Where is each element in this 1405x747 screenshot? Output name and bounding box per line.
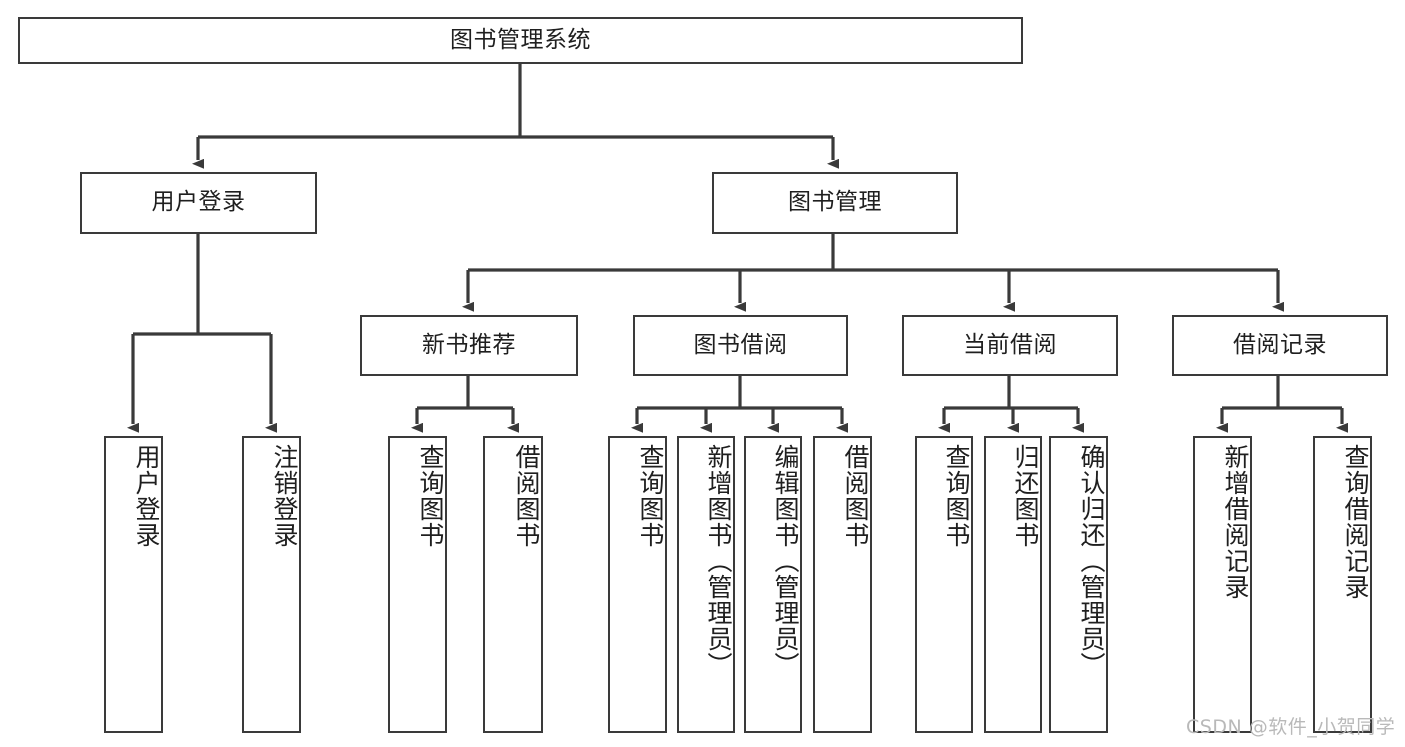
node-leaf-query-book-3[interactable]: 查询图书 [915,436,973,733]
node-leaf-confirm-return[interactable]: 确认归还（管理员） [1049,436,1108,733]
node-book-manage-label: 图书管理 [788,189,882,216]
node-leaf-borrow-book-1[interactable]: 借阅图书 [483,436,543,733]
node-current-borrow-label: 当前借阅 [963,331,1057,358]
node-leaf-add-record-label: 新增借阅记录 [1221,444,1250,600]
node-leaf-return-book-label: 归还图书 [1011,444,1040,548]
node-leaf-query-book-2[interactable]: 查询图书 [608,436,667,733]
node-leaf-user-login-label: 用户登录 [132,444,161,548]
node-leaf-query-book-2-label: 查询图书 [636,444,665,548]
node-leaf-query-book-3-label: 查询图书 [942,444,971,548]
node-leaf-add-record[interactable]: 新增借阅记录 [1193,436,1252,733]
node-new-book-rec-label: 新书推荐 [422,331,516,358]
node-leaf-borrow-book-2-label: 借阅图书 [841,444,870,548]
node-book-borrow-label: 图书借阅 [693,331,788,358]
node-borrow-record[interactable]: 借阅记录 [1172,315,1388,376]
node-leaf-add-book[interactable]: 新增图书（管理员） [677,436,735,733]
node-leaf-add-book-label: 新增图书（管理员） [704,444,733,678]
node-user-login[interactable]: 用户登录 [80,172,317,234]
node-leaf-query-record-label: 查询借阅记录 [1341,444,1370,600]
node-leaf-borrow-book-2[interactable]: 借阅图书 [813,436,872,733]
node-leaf-query-book-1[interactable]: 查询图书 [388,436,447,733]
node-leaf-logout[interactable]: 注销登录 [242,436,301,733]
node-book-borrow[interactable]: 图书借阅 [633,315,848,376]
node-root[interactable]: 图书管理系统 [18,17,1023,64]
node-new-book-rec[interactable]: 新书推荐 [360,315,578,376]
node-book-manage[interactable]: 图书管理 [712,172,958,234]
node-leaf-query-book-1-label: 查询图书 [416,444,445,548]
node-leaf-confirm-return-label: 确认归还（管理员） [1077,444,1106,678]
node-leaf-user-login[interactable]: 用户登录 [104,436,163,733]
node-current-borrow[interactable]: 当前借阅 [902,315,1118,376]
node-user-login-label: 用户登录 [151,189,246,216]
node-leaf-logout-label: 注销登录 [270,444,299,548]
node-leaf-edit-book-label: 编辑图书（管理员） [771,444,800,678]
node-borrow-record-label: 借阅记录 [1233,331,1327,358]
csdn-watermark: CSDN @软件_小贺同学 [1186,716,1396,738]
node-leaf-borrow-book-1-label: 借阅图书 [512,444,541,548]
node-leaf-return-book[interactable]: 归还图书 [984,436,1042,733]
node-leaf-edit-book[interactable]: 编辑图书（管理员） [744,436,802,733]
node-leaf-query-record[interactable]: 查询借阅记录 [1313,436,1372,733]
node-root-label: 图书管理系统 [450,26,591,53]
